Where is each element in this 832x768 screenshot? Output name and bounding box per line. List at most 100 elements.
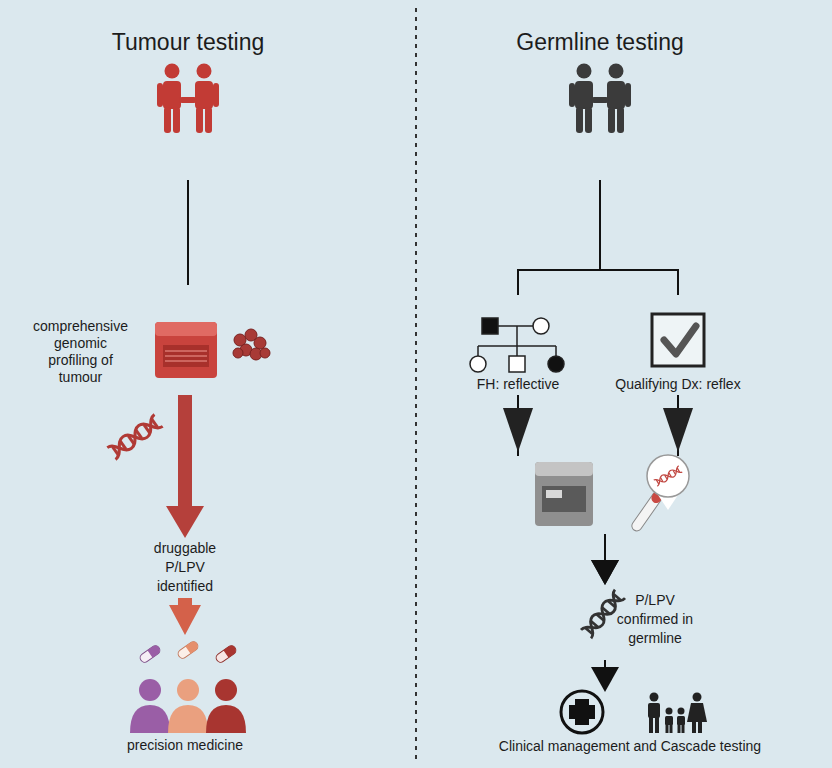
dna-icon — [107, 415, 162, 460]
checkbox-icon — [664, 326, 696, 354]
connector-line — [178, 395, 192, 507]
checkbox-icon — [652, 314, 704, 366]
flow-connector — [591, 660, 619, 692]
sequencer-icon — [165, 351, 207, 352]
pill-capsules — [223, 644, 237, 658]
background-patch — [500, 456, 710, 534]
arrowhead — [591, 560, 619, 585]
pill-capsules — [138, 644, 161, 664]
pedigree-chart — [555, 346, 557, 356]
flow-arrowhead — [503, 408, 533, 452]
step-node: Clinical management and Cascade testing — [470, 692, 790, 758]
pedigree-chart — [509, 356, 525, 372]
tumour-cell-cluster — [233, 348, 243, 358]
connector-line — [600, 180, 678, 295]
family-icon — [670, 724, 673, 733]
step-node: comprehensive genomic profiling of tumou… — [20, 285, 285, 395]
column-heading: Tumour testing — [88, 28, 288, 56]
family-icon — [677, 716, 685, 725]
sequencer-icon — [155, 322, 217, 378]
sequencer-icon — [163, 345, 209, 367]
sequencer-icon — [165, 356, 207, 357]
sequencer-icon — [542, 486, 586, 512]
family-icon — [655, 717, 659, 733]
family-icon — [698, 721, 702, 733]
pill-capsules — [185, 640, 199, 654]
patient-figures — [130, 705, 170, 733]
pill-capsules — [147, 644, 161, 658]
pill-capsules — [176, 640, 199, 660]
step-label: Qualifying Dx: reflex — [603, 375, 753, 393]
tumour-cell-cluster — [233, 329, 270, 360]
patient-couple-icon — [569, 64, 631, 134]
pedigree-chart — [516, 346, 518, 356]
sequencer-icon — [155, 322, 217, 378]
family-icon — [692, 721, 696, 733]
sequencer-icon — [535, 462, 593, 526]
family-icon — [687, 703, 707, 722]
step-node: precision medicine — [110, 635, 260, 757]
medical-cross-icon — [561, 691, 603, 733]
family-icon — [648, 693, 707, 734]
family-icon — [665, 716, 673, 725]
step-node: Qualifying Dx: reflex — [603, 295, 753, 395]
family-icon — [648, 703, 660, 718]
medical-cross-icon — [561, 691, 603, 733]
pedigree-chart — [477, 346, 479, 356]
connector-line — [187, 180, 189, 285]
pill-capsules — [214, 644, 237, 664]
column-heading: Germline testing — [500, 28, 700, 56]
pill-capsules — [214, 644, 237, 664]
sample-swab-icon — [647, 455, 689, 497]
family-icon — [682, 724, 685, 733]
patient-figures — [139, 679, 161, 701]
pill-capsules — [176, 640, 199, 660]
patient-figures — [206, 705, 246, 733]
connector-line — [604, 660, 606, 668]
arrowhead — [591, 560, 619, 585]
connector-line — [518, 180, 600, 295]
pedigree-chart — [533, 318, 549, 334]
pedigree-chart — [498, 325, 533, 327]
connector-line — [178, 598, 192, 606]
flow-connector — [166, 395, 204, 538]
pedigree-chart — [470, 356, 486, 372]
family-icon — [650, 693, 659, 702]
medical-cross-icon — [569, 705, 595, 719]
sample-swab-icon — [654, 466, 683, 487]
flow-arrowhead — [663, 408, 693, 452]
flow-connector — [600, 180, 678, 295]
family-icon — [678, 708, 685, 715]
family-icon — [649, 717, 653, 733]
step-label: FH: reflective — [455, 375, 581, 393]
family-icon — [693, 693, 702, 702]
family-icon — [678, 724, 681, 733]
sequencer-icon — [155, 322, 217, 336]
patient-figures — [177, 679, 199, 701]
tumour-cell-cluster — [260, 348, 270, 358]
pill-capsules — [138, 644, 161, 664]
sequencer-icon — [546, 490, 562, 498]
sequencer-icon — [165, 361, 207, 362]
column-divider — [415, 8, 417, 762]
family-icon — [666, 708, 673, 715]
patient-figures — [130, 679, 246, 733]
sample-swab-icon — [630, 455, 689, 533]
flow-connector — [188, 180, 189, 285]
pill-capsules — [138, 640, 237, 664]
pedigree-chart — [482, 318, 498, 334]
step-label: comprehensive genomic profiling of tumou… — [28, 318, 133, 386]
pedigree-chart — [516, 326, 518, 346]
connector-layer — [166, 180, 678, 692]
flow-connector — [518, 180, 600, 295]
step-node: FH: reflective — [455, 295, 581, 395]
patient-couple-icon — [157, 64, 219, 134]
tumour-cell-cluster — [254, 337, 266, 349]
pedigree-chart — [548, 356, 564, 372]
pedigree-chart — [470, 318, 564, 372]
column-heading-node: Germline testing — [500, 22, 700, 180]
patient-figures — [168, 705, 208, 733]
step-label: Clinical management and Cascade testing — [470, 737, 790, 755]
